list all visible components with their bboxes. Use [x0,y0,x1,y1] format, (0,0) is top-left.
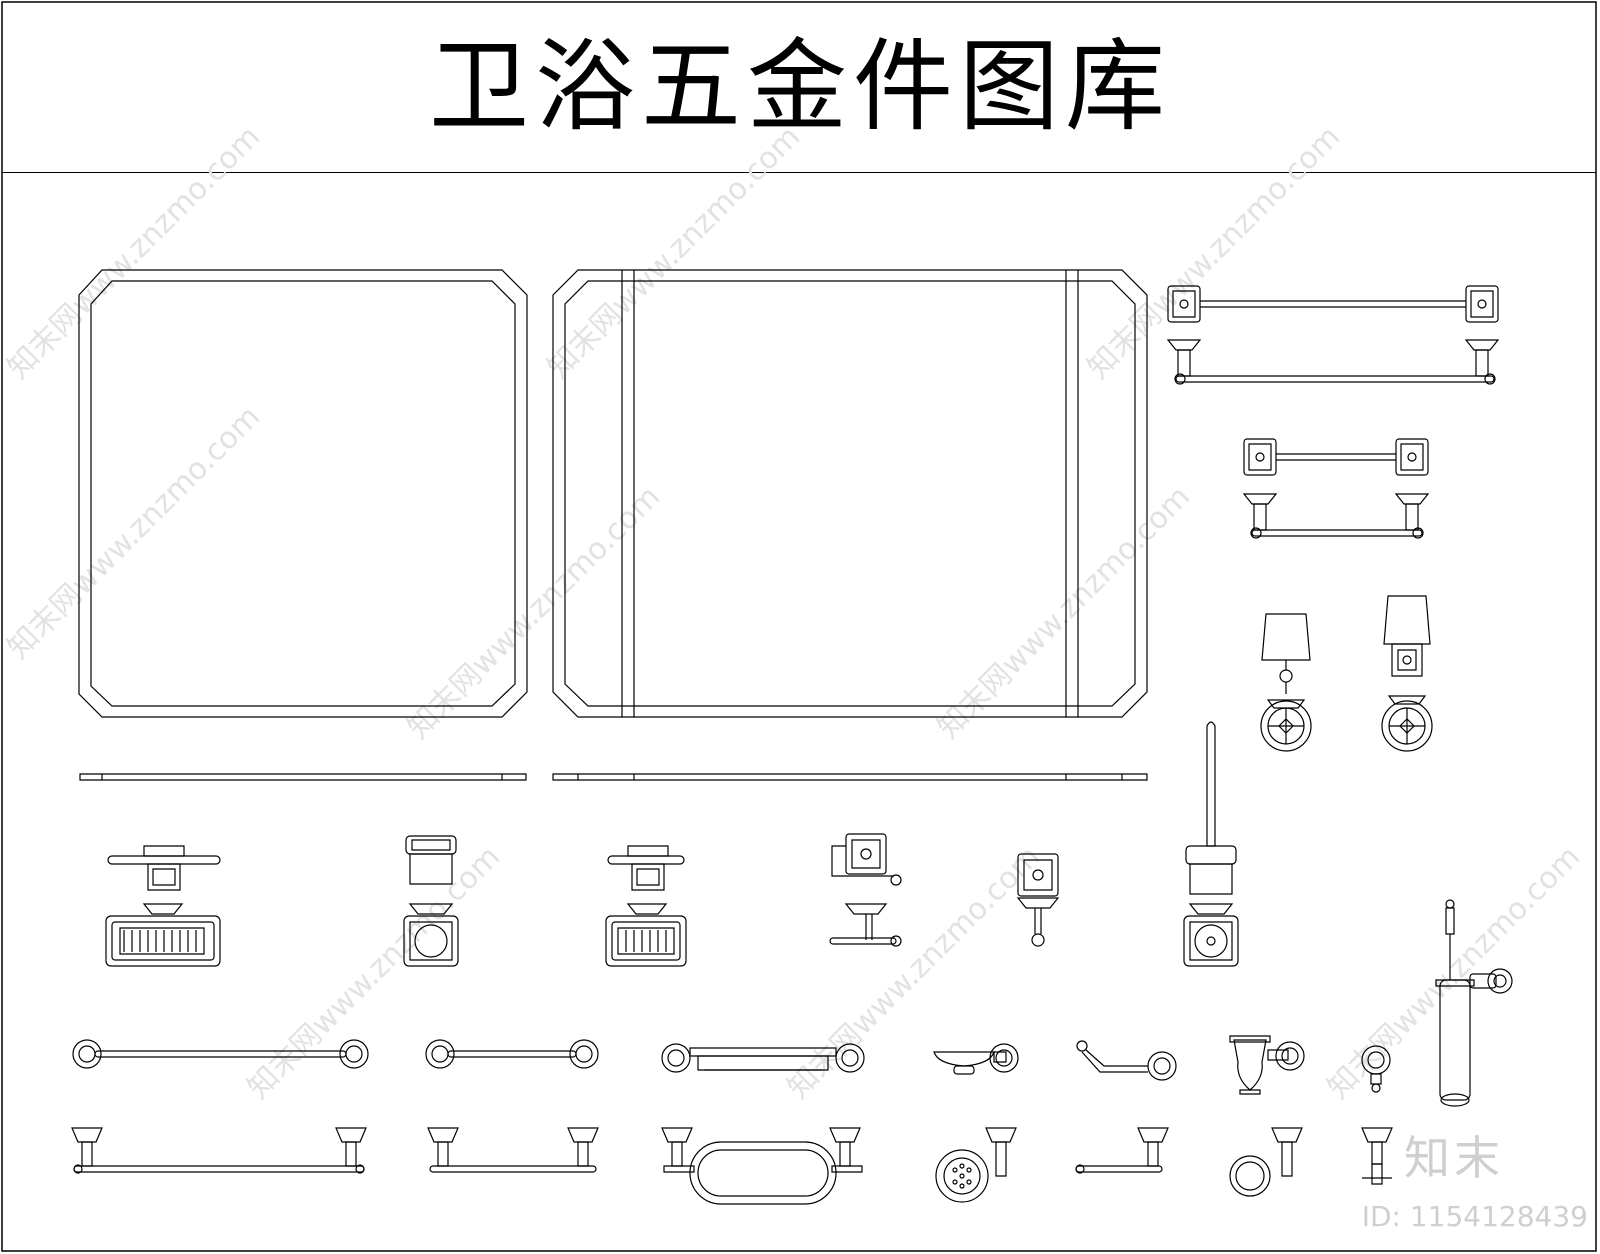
towel-ring-icon [1230,1128,1302,1196]
robe-hook-icon [1077,1041,1176,1080]
watermark-brand: 知末 [1404,1131,1504,1185]
robe-hook-icon [1362,1046,1390,1092]
mirror-octagonal-wide-icon [553,270,1147,717]
soap-dish-icon [106,846,220,966]
soap-dish-top-icon [936,1128,1016,1202]
glass-shelf-icon [662,1044,864,1072]
towel-rail-side-icon [428,1128,598,1172]
cup-holder-icon [1230,1036,1304,1094]
tumbler-holder-icon [404,836,458,966]
wall-lamp-icon [1261,614,1311,751]
towel-rail-side-icon [72,1128,366,1173]
page-title: 卫浴五金件图库 [429,28,1171,145]
watermark-id: ID: 1154128439 [1361,1200,1588,1233]
mirror-octagonal-square-icon [79,270,527,717]
robe-hook-icon [1018,854,1058,946]
soap-dish-grille [120,928,204,954]
mirror-side-profile-icon [80,774,1147,780]
toilet-brush-icon [1184,722,1238,966]
soap-dish-icon [606,846,686,966]
towel-bar-double-icon [1168,286,1498,384]
title-band: 卫浴五金件图库 [2,2,1596,173]
towel-bar-single-icon [1244,439,1428,538]
wall-lamp-icon [1382,596,1432,751]
paper-holder-icon [830,834,901,946]
paper-holder-side-icon [1076,1128,1168,1173]
towel-rail-icon [426,1040,598,1068]
robe-hook-side-icon [1362,1128,1392,1184]
soap-dish-icon [934,1044,1018,1074]
toilet-brush-icon [1436,900,1512,1106]
towel-rail-icon [73,1040,368,1068]
towel-ring-side-icon [662,1128,862,1204]
